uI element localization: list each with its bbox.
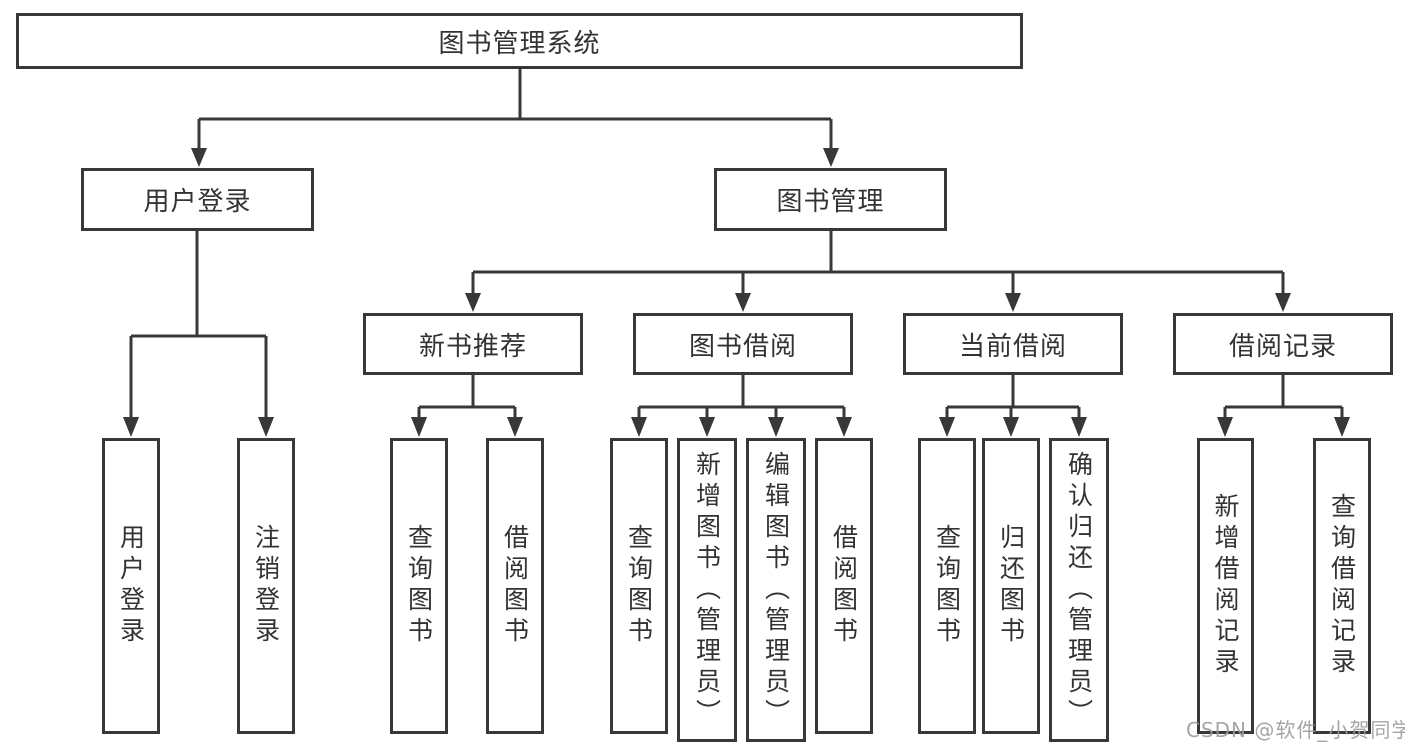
arrow-down-icon [1005,293,1021,312]
watermark: CSDN @软件_小贺同学 [1186,718,1405,742]
node-borrowing-records-label: 借阅记录 [1228,331,1337,362]
node-user-login: 用户登录 [81,168,314,231]
arrow-down-icon [411,417,427,437]
leaf-user-login-label: 用户登录 [116,524,146,648]
node-new-book-recommend: 新书推荐 [363,313,583,375]
leaf-current-query-book: 查询图书 [918,438,976,734]
leaf-borrow-borrow-book: 借阅图书 [815,438,873,734]
leaf-record-query-record: 查询借阅记录 [1313,438,1371,734]
node-book-management: 图书管理 [714,168,947,231]
connector-login-branch [129,231,268,419]
node-new-book-recommend-label: 新书推荐 [418,331,527,362]
arrow-down-icon [507,417,523,437]
leaf-newbook-borrow-book-label: 借阅图书 [500,524,530,648]
arrow-down-icon [631,417,647,437]
node-book-borrowing: 图书借阅 [633,313,853,375]
arrow-down-icon [836,417,852,437]
arrow-down-icon [123,417,139,437]
leaf-current-return-book-label: 归还图书 [996,524,1026,648]
connector-root-branch [197,69,833,149]
leaf-logout: 注销登录 [237,438,295,734]
arrow-down-icon [465,293,481,312]
node-root-label: 图书管理系统 [438,28,601,59]
arrow-down-icon [1003,417,1019,437]
arrow-down-icon [258,417,274,437]
connector-borrow-branch [637,375,846,419]
leaf-borrow-query-book: 查询图书 [610,438,668,734]
node-user-login-label: 用户登录 [143,187,252,217]
leaf-borrow-query-book-label: 查询图书 [624,524,654,648]
arrow-down-icon [1334,417,1350,437]
connector-mgmt-branch [471,231,1285,294]
leaf-logout-label: 注销登录 [251,524,281,648]
node-current-borrowing: 当前借阅 [903,313,1123,375]
leaf-newbook-query-book-label: 查询图书 [404,524,434,648]
leaf-borrow-add-book-admin-label: 新增图书（管理员） [692,450,722,730]
arrow-down-icon [768,417,784,437]
connector-current-branch [945,375,1081,419]
leaf-newbook-borrow-book: 借阅图书 [486,438,544,734]
connector-records-branch [1223,375,1344,419]
arrowhead-icons [123,148,1350,437]
node-borrowing-records: 借阅记录 [1173,313,1393,375]
leaf-user-login: 用户登录 [102,438,160,734]
connector-newbook-branch [417,375,517,419]
arrow-down-icon [191,148,207,167]
arrow-down-icon [699,417,715,437]
arrow-down-icon [1275,293,1291,312]
arrow-down-icon [1071,417,1087,437]
leaf-borrow-edit-book-admin-label: 编辑图书（管理员） [761,450,791,730]
node-root: 图书管理系统 [16,13,1023,69]
arrow-down-icon [1217,417,1233,437]
leaf-current-return-book: 归还图书 [982,438,1040,734]
node-book-management-label: 图书管理 [776,187,885,217]
node-current-borrowing-label: 当前借阅 [958,331,1067,362]
leaf-record-query-record-label: 查询借阅记录 [1327,493,1357,679]
node-book-borrowing-label: 图书借阅 [688,331,797,362]
arrow-down-icon [735,293,751,312]
leaf-current-query-book-label: 查询图书 [932,524,962,648]
leaf-record-add-record-label: 新增借阅记录 [1211,493,1240,679]
leaf-borrow-add-book-admin: 新增图书（管理员） [677,438,737,742]
leaf-current-confirm-return-admin: 确认归还（管理员） [1049,438,1109,742]
leaf-current-confirm-return-admin-label: 确认归还（管理员） [1064,450,1094,730]
leaf-borrow-borrow-book-label: 借阅图书 [829,524,859,648]
leaf-record-add-record: 新增借阅记录 [1197,438,1254,734]
arrow-down-icon [823,148,839,167]
arrow-down-icon [939,417,955,437]
leaf-borrow-edit-book-admin: 编辑图书（管理员） [746,438,806,742]
leaf-newbook-query-book: 查询图书 [390,438,448,734]
